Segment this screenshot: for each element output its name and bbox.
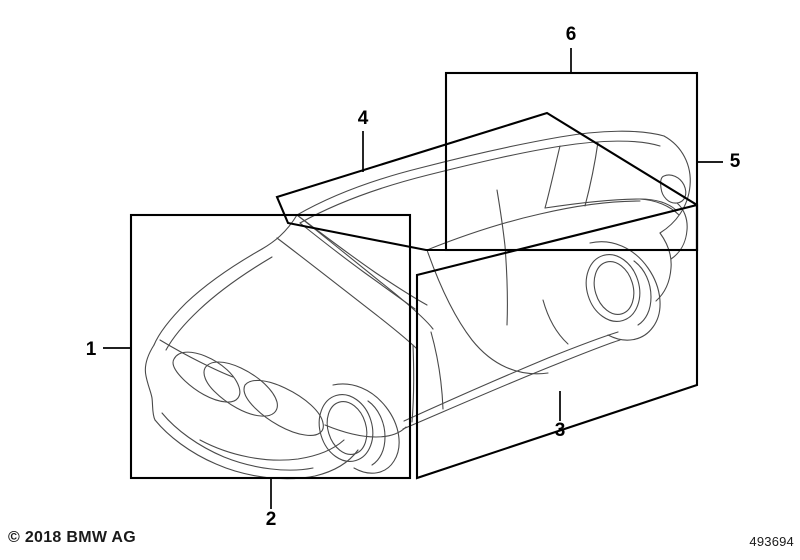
rear-tire-sidewall [633, 260, 652, 326]
side-body-bottom [411, 344, 415, 423]
callout-leader-lines [103, 48, 723, 509]
rear-door-shutline [504, 245, 508, 326]
kidney-grille-left [203, 361, 278, 417]
zone-box-side-rocker [415, 203, 699, 480]
roof-rail-line [299, 140, 661, 224]
copyright-notice: © 2018 BMW AG [8, 529, 137, 546]
headlight-upper-line [159, 339, 234, 378]
callout-label-2[interactable]: 2 [266, 509, 277, 530]
kidney-grille-right [243, 379, 324, 436]
rocker-lower-line [402, 339, 621, 430]
callout-label-3[interactable]: 3 [555, 420, 566, 441]
rear-wheel-arch [589, 241, 661, 341]
hood-top-line [261, 214, 298, 250]
part-number-label: 493694 [749, 534, 794, 549]
lower-grille-line [324, 424, 407, 438]
zone-box-roof [275, 111, 699, 252]
rear-wheel-inner [593, 261, 635, 315]
front-fascia-outline [144, 344, 156, 421]
front-tire-sidewall [367, 400, 386, 466]
callout-label-5[interactable]: 5 [730, 151, 741, 172]
belt-line [426, 200, 641, 251]
bumper-intake-line [199, 439, 345, 461]
headlight-left [172, 351, 241, 403]
c-pillar-line [544, 145, 561, 209]
trunk-seam-line [639, 198, 680, 216]
fender-top-line [296, 214, 434, 330]
tail-light [660, 174, 687, 204]
hood-left-edge [153, 248, 263, 346]
callout-label-6[interactable]: 6 [566, 24, 577, 45]
side-body-sweep [426, 249, 549, 375]
hood-crease-line [165, 256, 273, 351]
b-pillar-line [496, 189, 506, 247]
roof-line [296, 130, 665, 216]
rear-quarter-line [655, 232, 672, 302]
front-door-shutline [430, 331, 444, 410]
callout-numbers: 1 2 3 4 5 6 [86, 24, 741, 530]
front-wheel-inner [326, 401, 368, 455]
callout-label-4[interactable]: 4 [358, 108, 369, 129]
rear-glass-edge [584, 141, 599, 207]
rear-wheel-outer [585, 254, 641, 322]
zone-box-front-end [129, 213, 412, 480]
front-bumper-outline [154, 419, 359, 480]
callout-label-1[interactable]: 1 [86, 339, 97, 360]
rocker-panel-line [403, 331, 619, 422]
rear-roof-curve [659, 135, 691, 234]
hood-rear-seam [276, 237, 418, 350]
vehicle-drawing [144, 130, 691, 480]
zone-boxes [129, 71, 699, 480]
quarter-panel-shutline [542, 299, 569, 345]
cowl-line [296, 214, 428, 306]
bumper-lower-lip [161, 412, 314, 471]
front-wheel-arch [332, 383, 400, 474]
front-wheel-outer [318, 394, 374, 462]
